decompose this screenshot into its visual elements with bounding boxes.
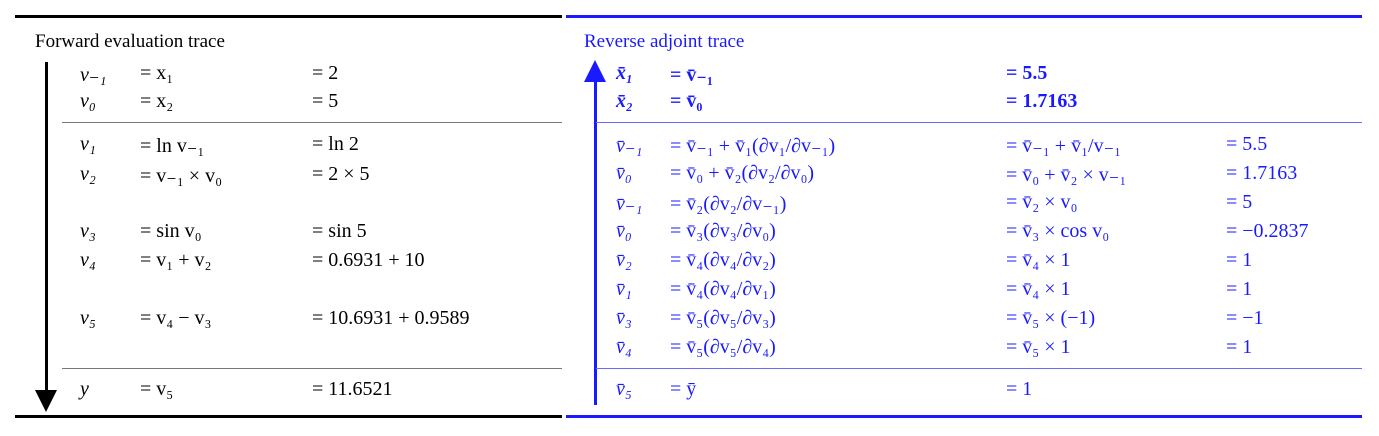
- definition: = v̄₅(∂v₅/∂v₄): [670, 336, 776, 358]
- value: = 1: [1006, 378, 1033, 400]
- value: = 2 × 5: [312, 163, 370, 185]
- expression: = v̄₅ × 1: [1006, 336, 1071, 358]
- value: = 1: [1226, 336, 1253, 358]
- definition: = v̄₀ + v̄₂(∂v₂/∂v₀): [670, 162, 815, 184]
- var: v̄₃: [616, 307, 632, 329]
- expression: = v̄₂ × v₀: [1006, 191, 1078, 213]
- section-divider: [596, 122, 1362, 123]
- var: x̄₂: [616, 90, 633, 112]
- up-arrow-shaft: [594, 80, 597, 405]
- expression: = v̄₅ × (−1): [1006, 307, 1096, 329]
- value: = 11.6521: [312, 378, 393, 400]
- var: y: [80, 378, 89, 400]
- expression: = v̄₄ × 1: [1006, 249, 1071, 271]
- section-divider: [62, 368, 562, 369]
- value: = −0.2837: [1226, 220, 1309, 242]
- expression: = v̄₀ + v̄₂ × v₋₁: [1006, 164, 1127, 186]
- var: v̄₀: [616, 220, 632, 242]
- definition: = v̄₋₁: [670, 64, 713, 86]
- definition: = v₅: [140, 378, 174, 400]
- value: = sin 5: [312, 220, 367, 242]
- definition: = v₁ + v₂: [140, 249, 212, 271]
- section-divider: [62, 122, 562, 123]
- expression: = v̄₃ × cos v₀: [1006, 220, 1110, 242]
- var: v̄₂: [616, 249, 632, 271]
- definition: = v̄₃(∂v₃/∂v₀): [670, 220, 776, 242]
- var: v₀: [80, 90, 96, 112]
- definition: = ȳ: [670, 378, 697, 400]
- var: v̄₋₁: [616, 193, 643, 215]
- var: v̄₁: [616, 278, 632, 300]
- definition: = v̄₂(∂v₂/∂v₋₁): [670, 193, 787, 215]
- forward-trace-panel: Forward evaluation trace v₋₁ = x₁ = 2 v₀…: [15, 15, 562, 418]
- value: = 5.5: [1006, 62, 1048, 84]
- definition: = sin v₀: [140, 220, 202, 242]
- reverse-trace-panel: Reverse adjoint trace x̄₁ = v̄₋₁ = 5.5 x…: [566, 15, 1362, 418]
- var: v̄₀: [616, 162, 632, 184]
- definition: = x₁: [140, 62, 174, 84]
- value: = 1.7163: [1006, 90, 1078, 112]
- definition: = v̄₄(∂v₄/∂v₁): [670, 278, 776, 300]
- definition: = v̄₀: [670, 90, 703, 112]
- forward-trace-title: Forward evaluation trace: [35, 31, 225, 52]
- down-arrow-icon: [35, 390, 57, 412]
- definition: = v₄ − v₃: [140, 307, 212, 329]
- value: = ln 2: [312, 133, 359, 155]
- down-arrow-shaft: [45, 62, 48, 392]
- expression: = v̄₄ × 1: [1006, 278, 1071, 300]
- value: = 1: [1226, 249, 1253, 271]
- value: = 5: [312, 90, 339, 112]
- var: v̄₋₁: [616, 135, 643, 157]
- var: v₄: [80, 249, 96, 271]
- reverse-trace-title: Reverse adjoint trace: [584, 31, 745, 52]
- section-divider: [596, 368, 1362, 369]
- definition: = v̄₄(∂v₄/∂v₂): [670, 249, 776, 271]
- value: = 1: [1226, 278, 1253, 300]
- value: = 5.5: [1226, 133, 1268, 155]
- definition: = x₂: [140, 90, 174, 112]
- definition: = v̄₅(∂v₅/∂v₃): [670, 307, 776, 329]
- var: v₅: [80, 307, 96, 329]
- var: v₃: [80, 220, 96, 242]
- up-arrow-icon: [584, 60, 606, 82]
- value: = 10.6931 + 0.9589: [312, 307, 470, 329]
- var: v₋₁: [80, 64, 107, 86]
- definition: = v̄₋₁ + v̄₁(∂v₁/∂v₋₁): [670, 135, 836, 157]
- var: v₁: [80, 133, 96, 155]
- var: x̄₁: [616, 62, 633, 84]
- value: = 5: [1226, 191, 1253, 213]
- value: = 1.7163: [1226, 162, 1298, 184]
- definition: = v₋₁ × v₀: [140, 165, 223, 187]
- value: = −1: [1226, 307, 1264, 329]
- value: = 0.6931 + 10: [312, 249, 425, 271]
- value: = 2: [312, 62, 339, 84]
- definition: = ln v₋₁: [140, 135, 205, 157]
- var: v̄₅: [616, 378, 632, 400]
- expression: = v̄₋₁ + v̄₁/v₋₁: [1006, 135, 1122, 157]
- var: v₂: [80, 163, 96, 185]
- var: v̄₄: [616, 336, 632, 358]
